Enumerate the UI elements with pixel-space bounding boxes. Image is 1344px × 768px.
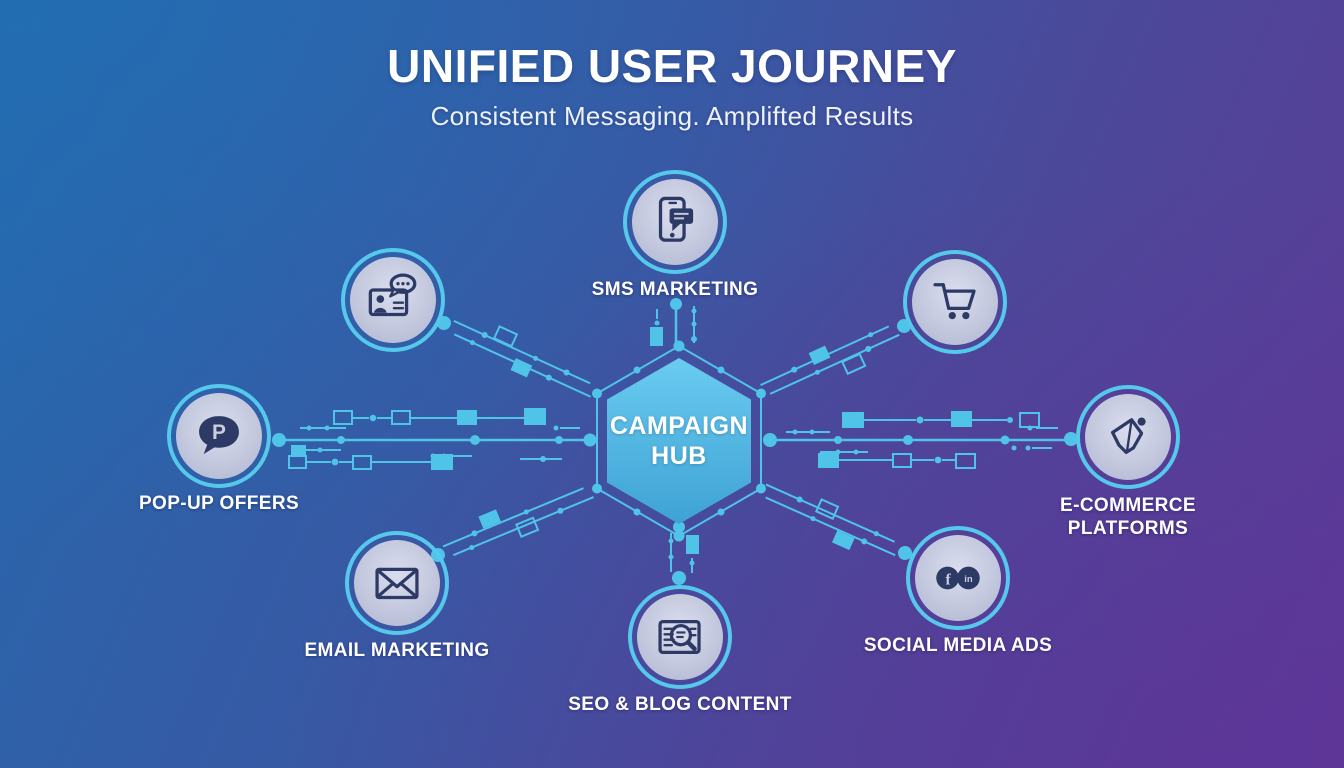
node-contact-card (341, 248, 445, 352)
node-label-ecommerce: E-COMMERCE PLATFORMS (1060, 495, 1196, 540)
circuit-trace-bottom-left (431, 487, 595, 562)
node-shopping-cart (903, 250, 1007, 354)
node-ring (341, 248, 445, 352)
campaign-hub-hexagon (607, 358, 751, 524)
node-label-popup: POP-UP OFFERS (138, 493, 300, 514)
node-label-seo: SEO & BLOG CONTENT (568, 694, 792, 715)
node-email-marketing: EMAIL MARKETING (304, 531, 489, 661)
node-inner-circle (354, 540, 440, 626)
node-ring: P (167, 384, 271, 488)
node-inner-circle: P (176, 393, 262, 479)
hub-label-line2: HUB (651, 442, 707, 470)
node-label-social: SOCIAL MEDIA ADS (863, 635, 1053, 656)
circuit-trace-bottom (668, 521, 699, 585)
node-ring (1076, 385, 1180, 489)
node-ecommerce-platforms: E-COMMERCE PLATFORMS (1060, 385, 1196, 539)
node-ring (628, 585, 732, 689)
node-ring: f in (906, 526, 1010, 630)
linkedin-glyph: in (964, 574, 973, 585)
node-label-email: EMAIL MARKETING (304, 640, 490, 661)
node-inner-circle (1085, 394, 1171, 480)
node-inner-circle (350, 257, 436, 343)
seo-search-document-icon (658, 619, 701, 655)
node-popup-offers: P POP-UP OFFERS (139, 384, 299, 514)
circuit-trace-top-left (437, 316, 592, 398)
popup-speech-bubble-icon: P (199, 416, 239, 455)
node-inner-circle: f in (915, 535, 1001, 621)
contact-card-chat-icon (368, 273, 417, 317)
circuit-trace-left (272, 408, 597, 470)
popup-glyph: P (212, 421, 226, 444)
shopping-cart-icon (933, 283, 976, 320)
page-subtitle: Consistent Messaging. Amplifted Results (430, 101, 914, 131)
node-social-media-ads: f in SOCIAL MEDIA ADS (864, 526, 1052, 656)
circuit-trace-top-right (760, 319, 911, 395)
node-inner-circle (912, 259, 998, 345)
facebook-linkedin-icon: f in (936, 566, 980, 590)
node-ring (903, 250, 1007, 354)
circuit-trace-bottom-right (765, 483, 912, 560)
node-ring (345, 531, 449, 635)
hub-outline-hexagon (592, 340, 766, 542)
node-seo-blog-content: SEO & BLOG CONTENT (568, 585, 791, 715)
circuit-trace-top (650, 298, 697, 346)
circuit-trace-right (763, 411, 1078, 469)
page-title: UNIFIED USER JOURNEY (387, 40, 957, 92)
campaign-hub-label: CAMPAIGN HUB (607, 399, 751, 483)
node-inner-circle (637, 594, 723, 680)
hub-label-line1: CAMPAIGN (609, 412, 749, 440)
node-label-sms: SMS MARKETING (591, 279, 759, 300)
node-ring (623, 170, 727, 274)
facebook-glyph: f (945, 571, 951, 588)
node-inner-circle (632, 179, 718, 265)
megaphone-icon (1110, 417, 1146, 455)
smartphone-chat-icon (658, 196, 694, 242)
node-sms-marketing: SMS MARKETING (592, 170, 758, 300)
envelope-icon (375, 567, 419, 600)
